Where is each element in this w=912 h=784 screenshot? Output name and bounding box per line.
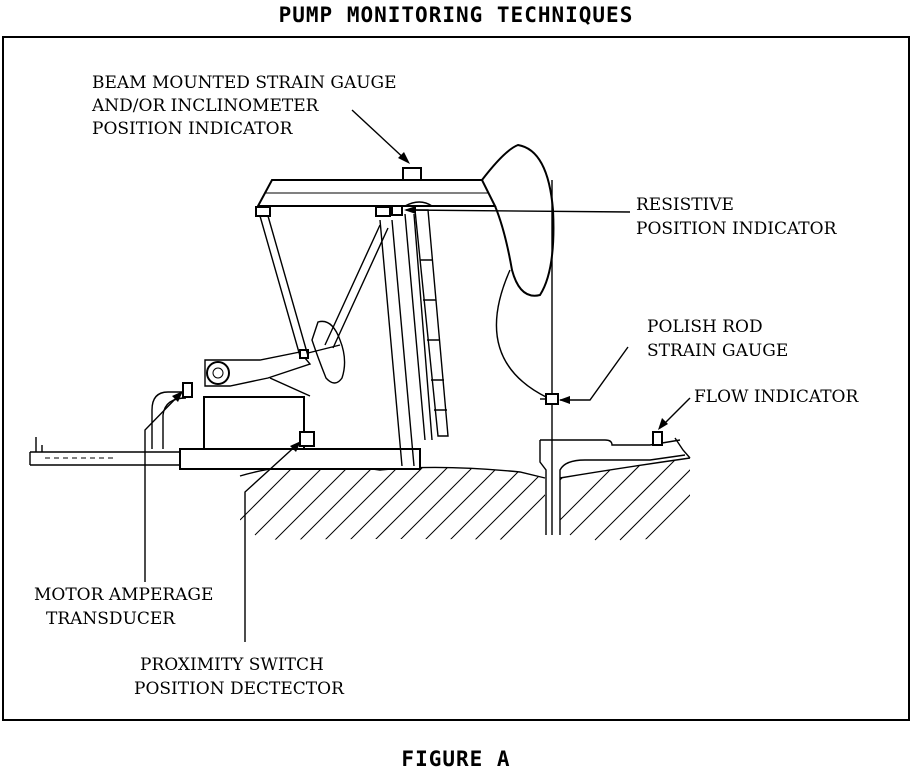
saddle-bearing [375,206,391,217]
samson-post-front [379,219,415,467]
resistive-position-indicator [391,205,403,216]
arrow-flow [658,418,668,430]
motor-wire-inner [162,397,187,449]
leader-polish [560,346,629,401]
label-polish-1: POLISH ROD [647,317,763,337]
crank-hub [212,367,224,379]
label-prox-2: POSITION DECTECTOR [134,679,345,699]
label-beam-gauge-3: POSITION INDICATOR [92,119,294,139]
arrow-resistive [404,206,416,214]
flowline-end [674,437,691,459]
polish-rod-strain-gauge [545,393,559,405]
crank-arm [204,351,312,387]
base-skid [179,448,421,470]
crank-wheel [206,361,230,385]
label-motor-2: TRANSDUCER [46,609,176,629]
samson-post-brace [324,224,389,349]
ground-surface-right [559,457,691,479]
label-flow: FLOW INDICATOR [694,387,859,407]
arrow-proximity [290,441,301,452]
leader-resistive [405,209,631,213]
label-resistive-1: RESISTIVE [636,195,734,215]
base-front-beam [29,437,180,466]
gearbox [203,396,305,450]
equalizer-bearing [255,206,271,217]
label-motor-1: MOTOR AMPERAGE [34,585,213,605]
counterweight [311,320,346,384]
ground-hatching [240,459,690,541]
figure-caption: FIGURE A [401,747,511,771]
page-title: PUMP MONITORING TECHNIQUES [278,3,634,27]
horsehead [481,143,555,297]
figure-frame [2,36,910,721]
bridle-cable [495,269,549,399]
proximity-switch [299,431,315,447]
motor-wire [151,391,183,449]
leader-proximity [244,441,301,642]
motor-amperage-transducer [182,382,193,398]
arrow-polish [559,396,570,404]
leader-motor [144,391,183,582]
label-beam-gauge-1: BEAM MOUNTED STRAIN GAUGE [92,73,397,93]
samson-post-rear [404,213,433,441]
label-prox-1: PROXIMITY SWITCH [140,655,324,675]
label-polish-2: STRAIN GAUGE [647,341,788,361]
wellhead [539,439,686,535]
label-resistive-2: POSITION INDICATOR [636,219,838,239]
beam-strain-gauge [402,167,422,181]
ladder-top [404,201,433,207]
pitman-arm [259,215,309,357]
arrow-beam-gauge [398,152,410,164]
flow-indicator [652,431,663,446]
ladder [414,209,449,437]
leader-beam-gauge [351,109,409,163]
label-beam-gauge-2: AND/OR INCLINOMETER [91,96,320,116]
arrow-motor [172,391,183,402]
